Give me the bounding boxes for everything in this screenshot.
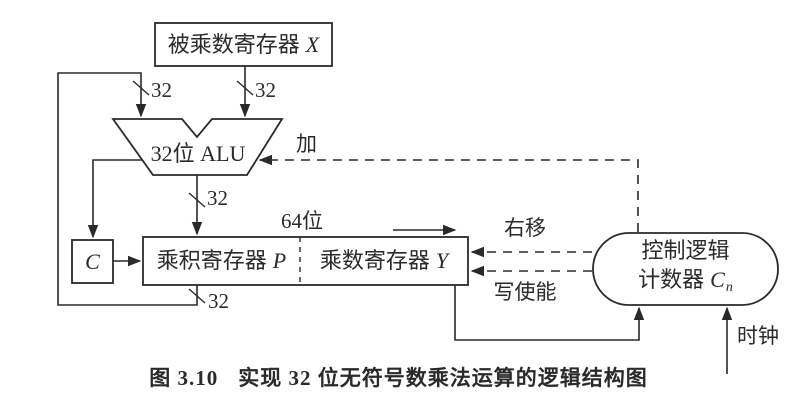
- figure-caption-number: 图 3.10: [149, 366, 219, 390]
- multiplicand-register-label: 被乘数寄存器 X: [155, 23, 332, 66]
- multiplicand-register-box: [154, 22, 333, 67]
- bus-slash-p-output: [188, 288, 206, 304]
- product-register-var: P: [272, 248, 287, 274]
- shift-right-label: 右移: [504, 216, 546, 240]
- bus-slash-feedback: [132, 80, 150, 96]
- alu-shape: [111, 118, 284, 176]
- bus-slash-x-input: [236, 80, 254, 96]
- bus64-label: 64位: [281, 209, 323, 233]
- product-multiplier-register-box: [142, 236, 469, 286]
- control-unit-shape: [592, 232, 779, 306]
- figure-caption-title: 实现 32 位无符号数乘法运算的逻辑结构图: [238, 366, 648, 390]
- p-feedback-loop-bus: [57, 72, 198, 306]
- multiplicand-register-name: 被乘数寄存器: [167, 31, 300, 57]
- control-unit-var: C: [710, 267, 725, 292]
- alu-carry-to-c-line: [87, 159, 142, 239]
- multiplier-register-label: 乘数寄存器 Y: [300, 237, 468, 285]
- y-to-control-line: [454, 283, 645, 341]
- control-unit-var-subscript: n: [725, 280, 733, 295]
- control-unit-line1: 控制逻辑: [641, 238, 730, 263]
- alu-label: 32位 ALU: [150, 141, 246, 166]
- multiplicand-register-var: X: [305, 31, 320, 57]
- product-register-label: 乘积寄存器 P: [143, 237, 300, 285]
- bus32-x-input-label: 32: [255, 78, 276, 102]
- carry-flag-label: C: [85, 248, 100, 274]
- multiplier-register-name: 乘数寄存器: [319, 248, 430, 274]
- control-unit-counter-text: 计数器: [638, 267, 705, 292]
- product-register-name: 乘积寄存器: [156, 248, 267, 274]
- add-signal-label: 加: [296, 132, 317, 156]
- add-signal-dashed-line: [258, 154, 639, 232]
- write-enable-label: 写使能: [493, 280, 557, 304]
- clock-label: 时钟: [737, 324, 779, 348]
- bus32-feedback-label: 32: [151, 78, 172, 102]
- carry-flag-box: [71, 239, 114, 284]
- multiplier-register-var: Y: [435, 248, 449, 274]
- bus32-alu-output-label: 32: [207, 186, 228, 210]
- bus-slash-alu-output: [188, 192, 206, 208]
- bus32-p-output-label: 32: [208, 289, 229, 313]
- figure-caption: 图 3.10 实现 32 位无符号数乘法运算的逻辑结构图: [0, 362, 797, 392]
